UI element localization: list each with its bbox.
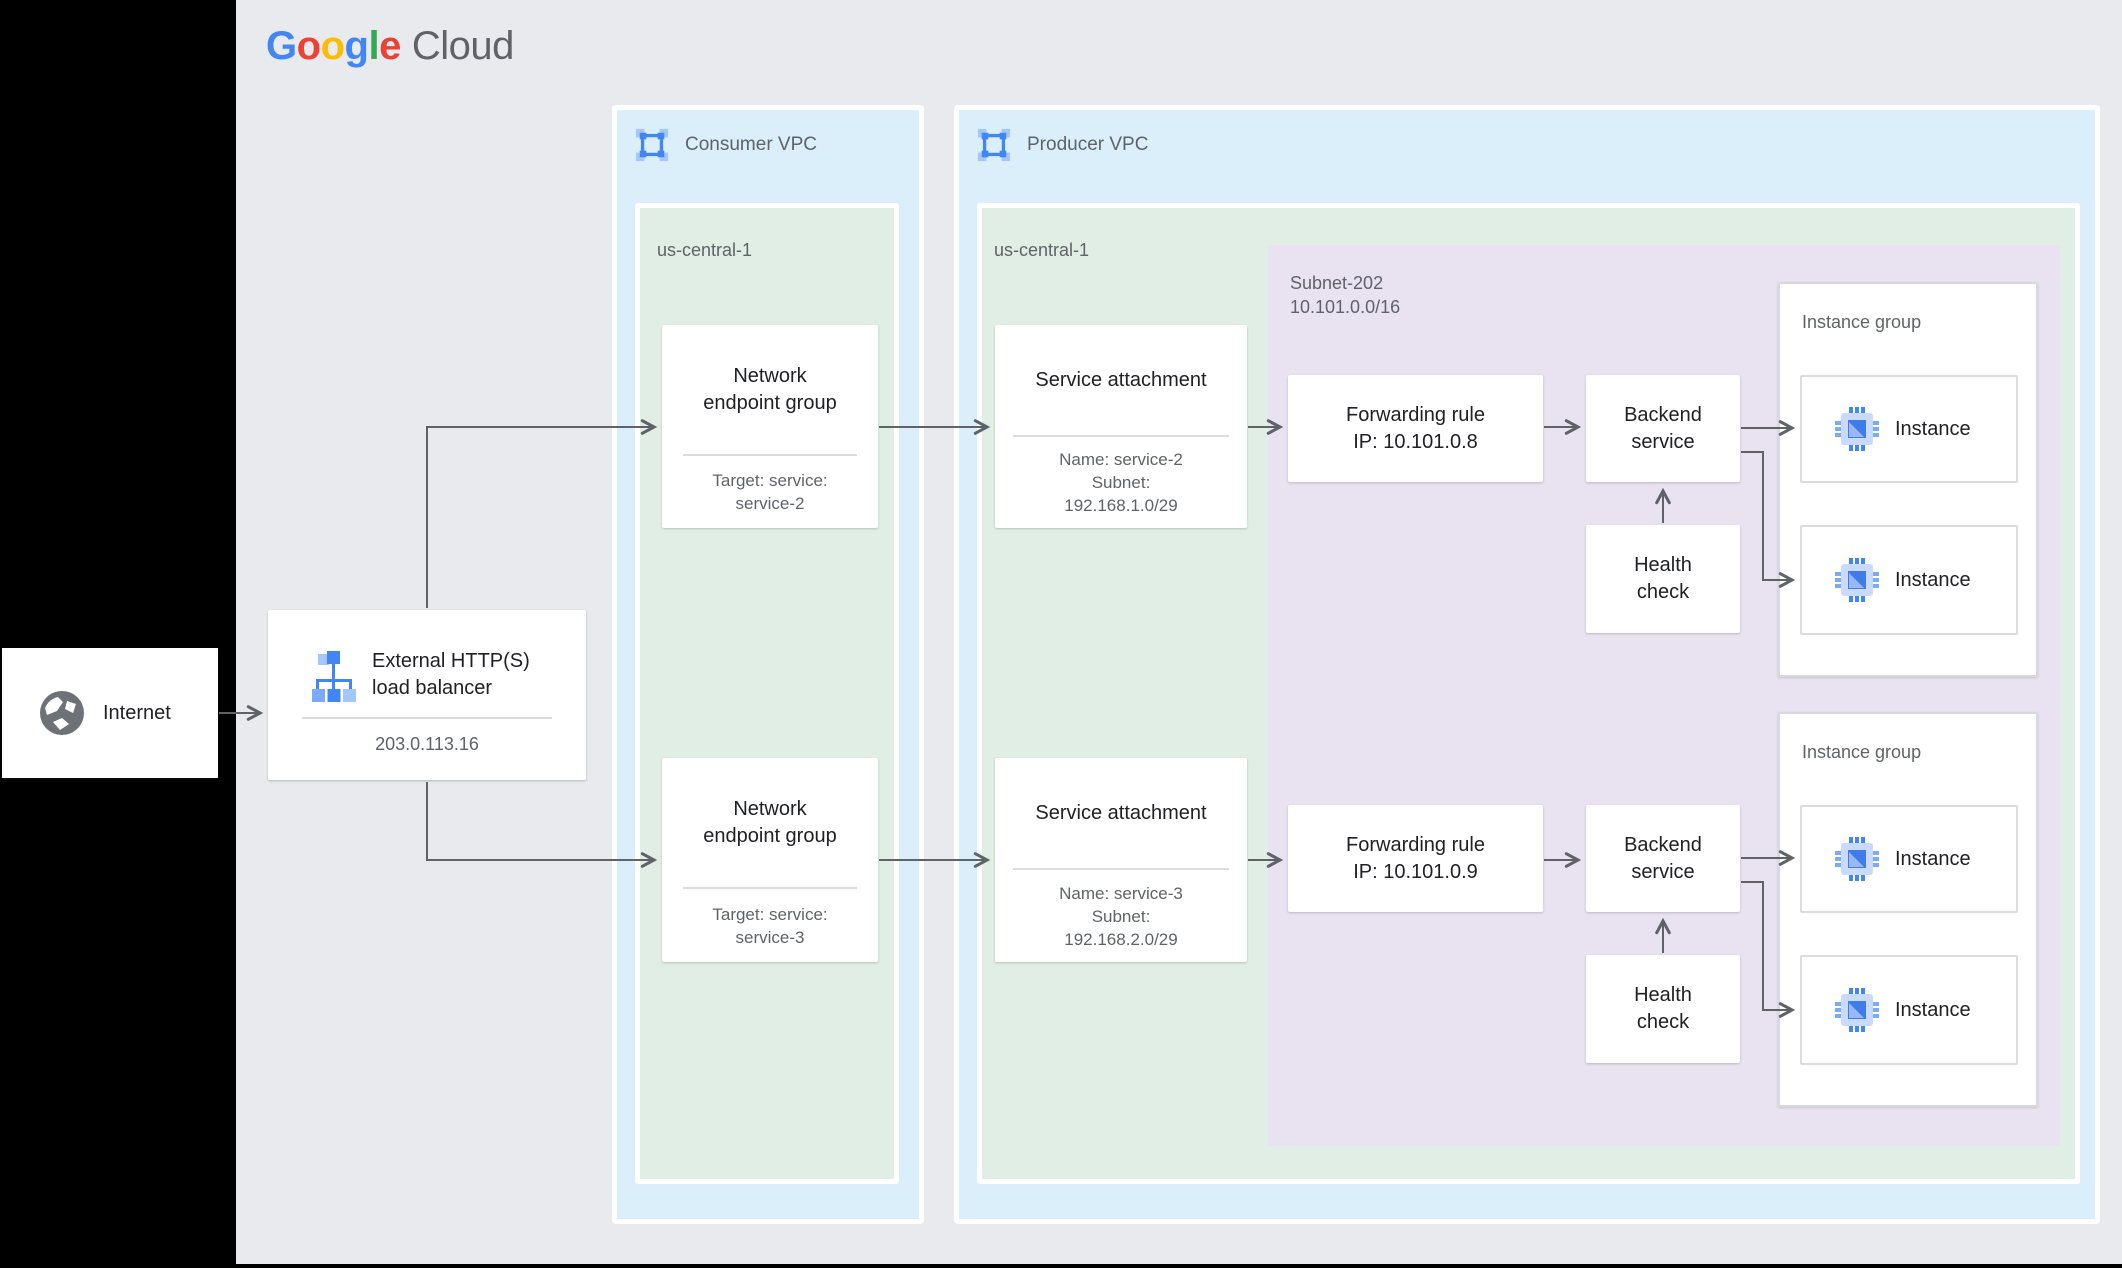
producer-vpc-header: Producer VPC xyxy=(977,128,1148,162)
logo-letter: l xyxy=(368,24,380,68)
instance-group-2-label: Instance group xyxy=(1802,742,1922,762)
instance-group-1: Instance group Instance xyxy=(1778,282,2038,677)
health-check-1: Health check xyxy=(1586,525,1740,633)
instance-label: Instance xyxy=(1895,847,1971,870)
forwarding-rule-1: Forwarding rule IP: 10.101.0.8 xyxy=(1288,375,1543,482)
producer-vpc-container: Producer VPC us-central-1 Service attach… xyxy=(954,105,2100,1224)
divider xyxy=(1013,868,1229,870)
divider xyxy=(1013,435,1229,437)
sa-2-title: Service attachment xyxy=(1035,801,1207,824)
instance-2: Instance xyxy=(1800,525,2018,635)
health-check-2: Health check xyxy=(1586,955,1740,1063)
load-balancer-ip: 203.0.113.16 xyxy=(375,734,479,754)
consumer-vpc-label: Consumer VPC xyxy=(685,134,817,155)
instance-group-1-label: Instance group xyxy=(1802,312,1922,332)
instance-3: Instance xyxy=(1800,805,2018,913)
divider xyxy=(302,717,552,719)
logo-letter: o xyxy=(320,24,345,68)
vpc-icon xyxy=(635,128,669,162)
sa-1-title: Service attachment xyxy=(1035,368,1207,391)
load-balancer-title: External HTTP(S) load balancer xyxy=(372,650,530,699)
forwarding-rule-2: Forwarding rule IP: 10.101.0.9 xyxy=(1288,805,1543,912)
instance-label: Instance xyxy=(1895,417,1971,440)
instance-1: Instance xyxy=(1800,375,2018,483)
subnet-label: Subnet-202 10.101.0.0/16 xyxy=(1290,273,1401,317)
logo-letter: o xyxy=(296,24,321,68)
divider xyxy=(683,454,857,456)
compute-instance-icon xyxy=(1835,988,1879,1032)
vpc-icon xyxy=(977,128,1011,162)
producer-region-container: us-central-1 Service attachment Name: se… xyxy=(977,203,2080,1184)
compute-instance-icon xyxy=(1835,558,1879,602)
compute-instance-icon xyxy=(1835,407,1879,451)
logo-cloud-word: Cloud xyxy=(411,24,515,68)
instance-label: Instance xyxy=(1895,998,1971,1021)
subnet-container: Subnet-202 10.101.0.0/16 Forwarding rule… xyxy=(1268,245,2060,1146)
logo-letter: e xyxy=(379,24,401,68)
neg-2-target: Target: service:service-3 xyxy=(712,904,828,947)
globe-icon xyxy=(40,691,84,735)
divider xyxy=(683,887,857,889)
logo-letter: g xyxy=(344,24,369,68)
internet-node: Internet xyxy=(2,648,218,778)
load-balancer-node: External HTTP(S) load balancer 203.0.113… xyxy=(268,610,586,780)
compute-instance-icon xyxy=(1835,837,1879,881)
instance-4: Instance xyxy=(1800,955,2018,1065)
consumer-region-label: us-central-1 xyxy=(657,240,753,260)
instance-group-2: Instance group Instance xyxy=(1778,712,2038,1107)
instance-label: Instance xyxy=(1895,568,1971,591)
load-balancer-icon xyxy=(312,651,356,702)
producer-vpc-label: Producer VPC xyxy=(1027,134,1149,155)
logo-letter: G xyxy=(266,24,297,68)
producer-region-label: us-central-1 xyxy=(994,240,1090,260)
backend-service-2: Backend service xyxy=(1586,805,1740,912)
internet-label: Internet xyxy=(103,701,171,724)
consumer-vpc-header: Consumer VPC xyxy=(635,128,817,162)
backend-service-1: Backend service xyxy=(1586,375,1740,482)
neg-1-target: Target: service:service-2 xyxy=(712,471,828,513)
